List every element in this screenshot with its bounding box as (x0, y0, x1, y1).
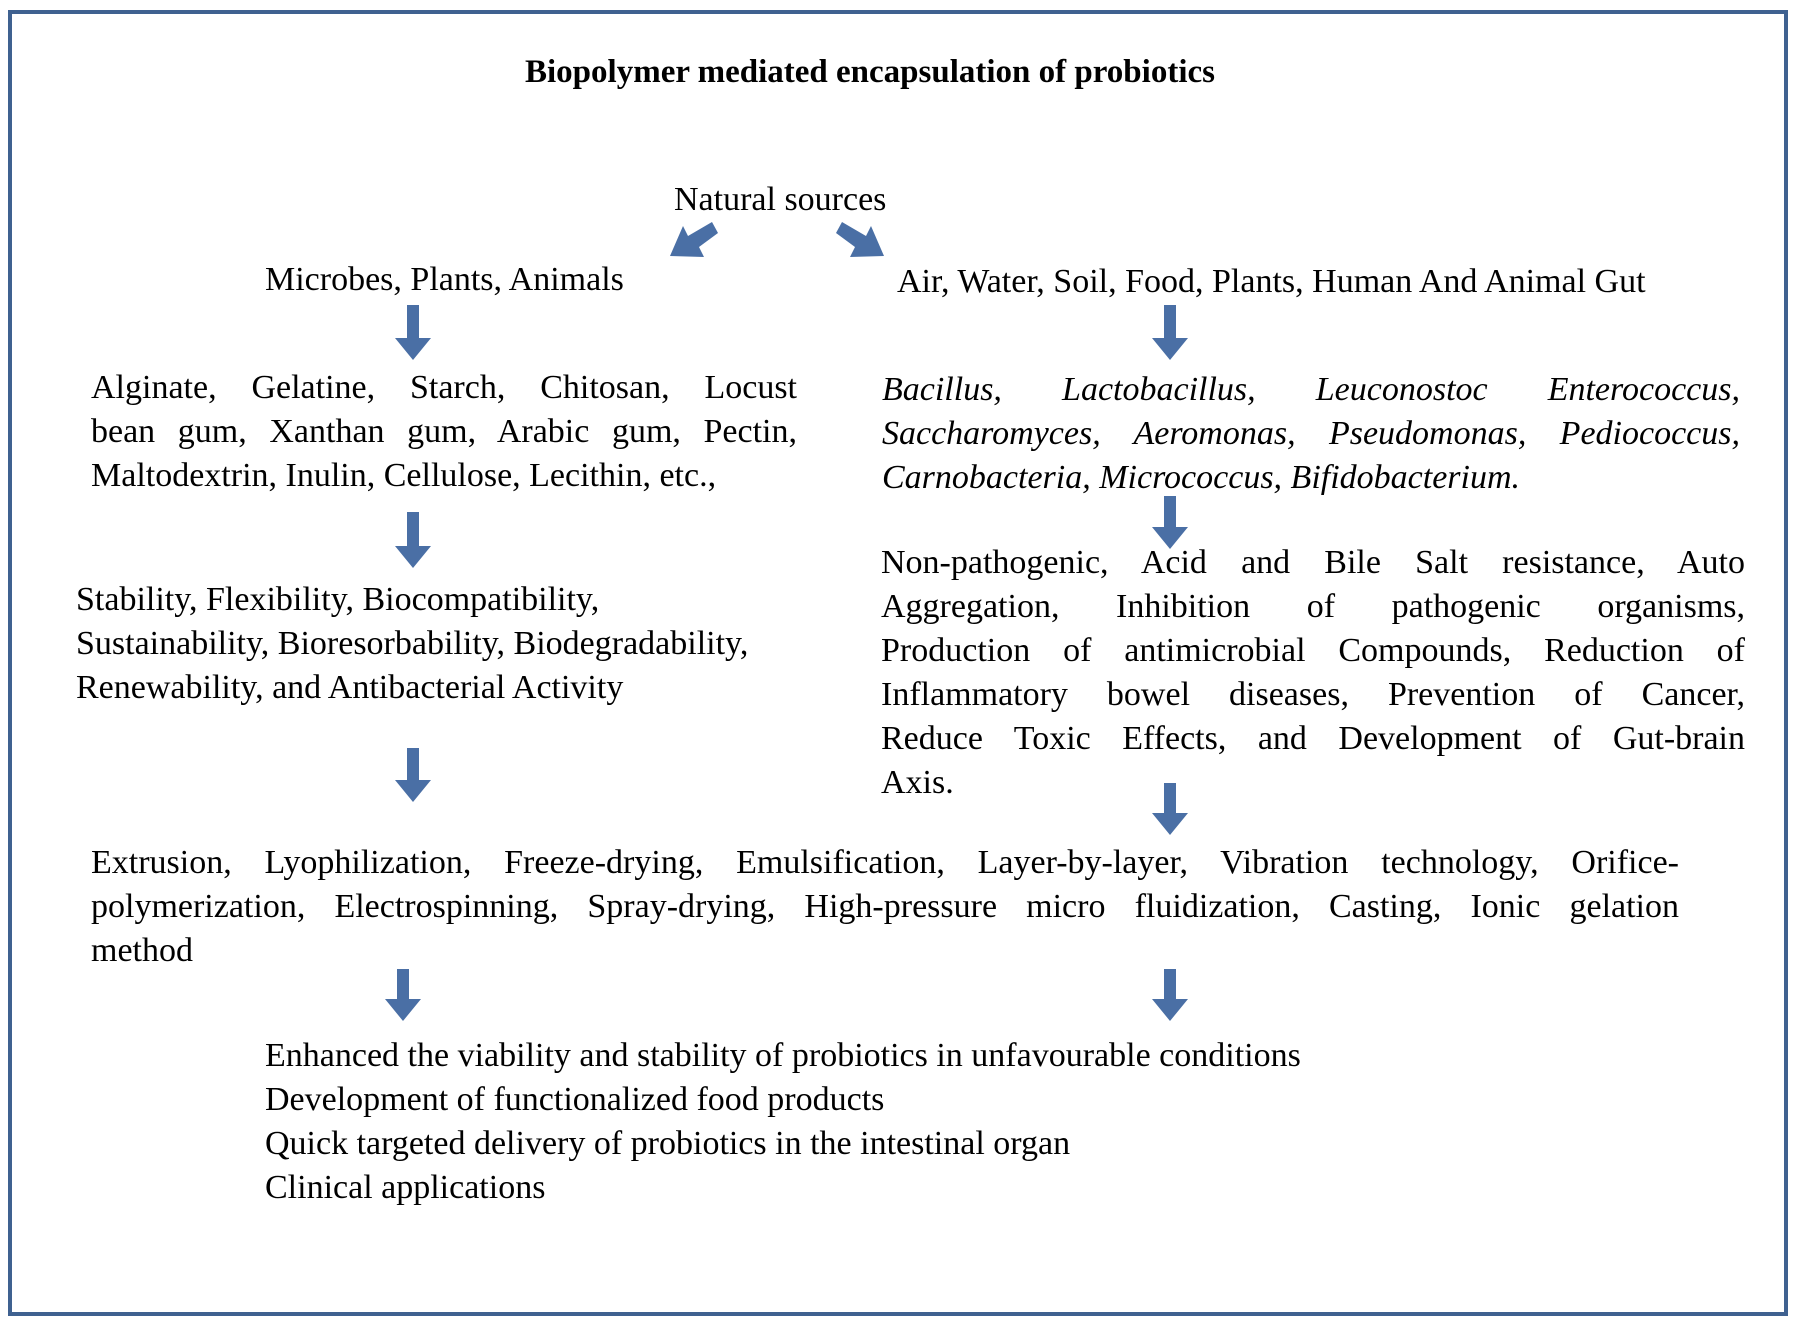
probiotic-properties-line: Non-pathogenic, Acid and Bile Salt resis… (881, 544, 1745, 581)
diagram-frame (8, 10, 1788, 1316)
biopolymers-line: Alginate, Gelatine, Starch, Chitosan, Lo… (91, 369, 797, 406)
probiotic-properties-line: Production of antimicrobial Compounds, R… (881, 632, 1745, 669)
node-natural-sources: Natural sources (674, 181, 887, 218)
outcome-item: Enhanced the viability and stability of … (265, 1037, 1301, 1074)
outcome-item: Quick targeted delivery of probiotics in… (265, 1125, 1071, 1162)
biopolymers-line: bean gum, Xanthan gum, Arabic gum, Pecti… (91, 413, 797, 450)
outcome-item: Clinical applications (265, 1169, 546, 1206)
node-biopolymers: Alginate, Gelatine, Starch, Chitosan, Lo… (91, 366, 797, 498)
probiotic-properties-line: Aggregation, Inhibition of pathogenic or… (881, 588, 1745, 625)
methods-line: Extrusion, Lyophilization, Freeze-drying… (91, 844, 1679, 881)
node-outcomes: Enhanced the viability and stability of … (265, 1034, 1301, 1210)
diagram-title: Biopolymer mediated encapsulation of pro… (525, 54, 1215, 90)
biopolymers-line: Maltodextrin, Inulin, Cellulose, Lecithi… (91, 457, 717, 494)
biopolymer-properties-line: Stability, Flexibility, Biocompatibility… (76, 581, 600, 618)
node-biopolymer-properties: Stability, Flexibility, Biocompatibility… (76, 578, 748, 710)
microbes-line: Bacillus, Lactobacillus, Leuconostoc Ent… (882, 371, 1740, 408)
biopolymer-properties-line: Sustainability, Bioresorbability, Biodeg… (76, 625, 749, 662)
biopolymer-properties-line: Renewability, and Antibacterial Activity (76, 669, 624, 706)
microbes-line: Carnobacteria, Micrococcus, Bifidobacter… (882, 459, 1521, 496)
node-right-sources: Air, Water, Soil, Food, Plants, Human An… (897, 263, 1646, 300)
probiotic-properties-line: Inflammatory bowel diseases, Prevention … (881, 676, 1745, 713)
probiotic-properties-line: Reduce Toxic Effects, and Development of… (881, 720, 1745, 757)
probiotic-properties-line: Axis. (881, 764, 954, 801)
microbes-line: Saccharomyces, Aeromonas, Pseudomonas, P… (882, 415, 1740, 452)
node-encapsulation-methods: Extrusion, Lyophilization, Freeze-drying… (91, 841, 1679, 973)
methods-line: method (91, 932, 193, 969)
node-probiotic-properties: Non-pathogenic, Acid and Bile Salt resis… (881, 541, 1745, 805)
node-probiotic-microbes: Bacillus, Lactobacillus, Leuconostoc Ent… (882, 368, 1740, 500)
methods-line: polymerization, Electrospinning, Spray-d… (91, 888, 1679, 925)
node-left-sources: Microbes, Plants, Animals (265, 261, 624, 298)
outcome-item: Development of functionalized food produ… (265, 1081, 885, 1118)
